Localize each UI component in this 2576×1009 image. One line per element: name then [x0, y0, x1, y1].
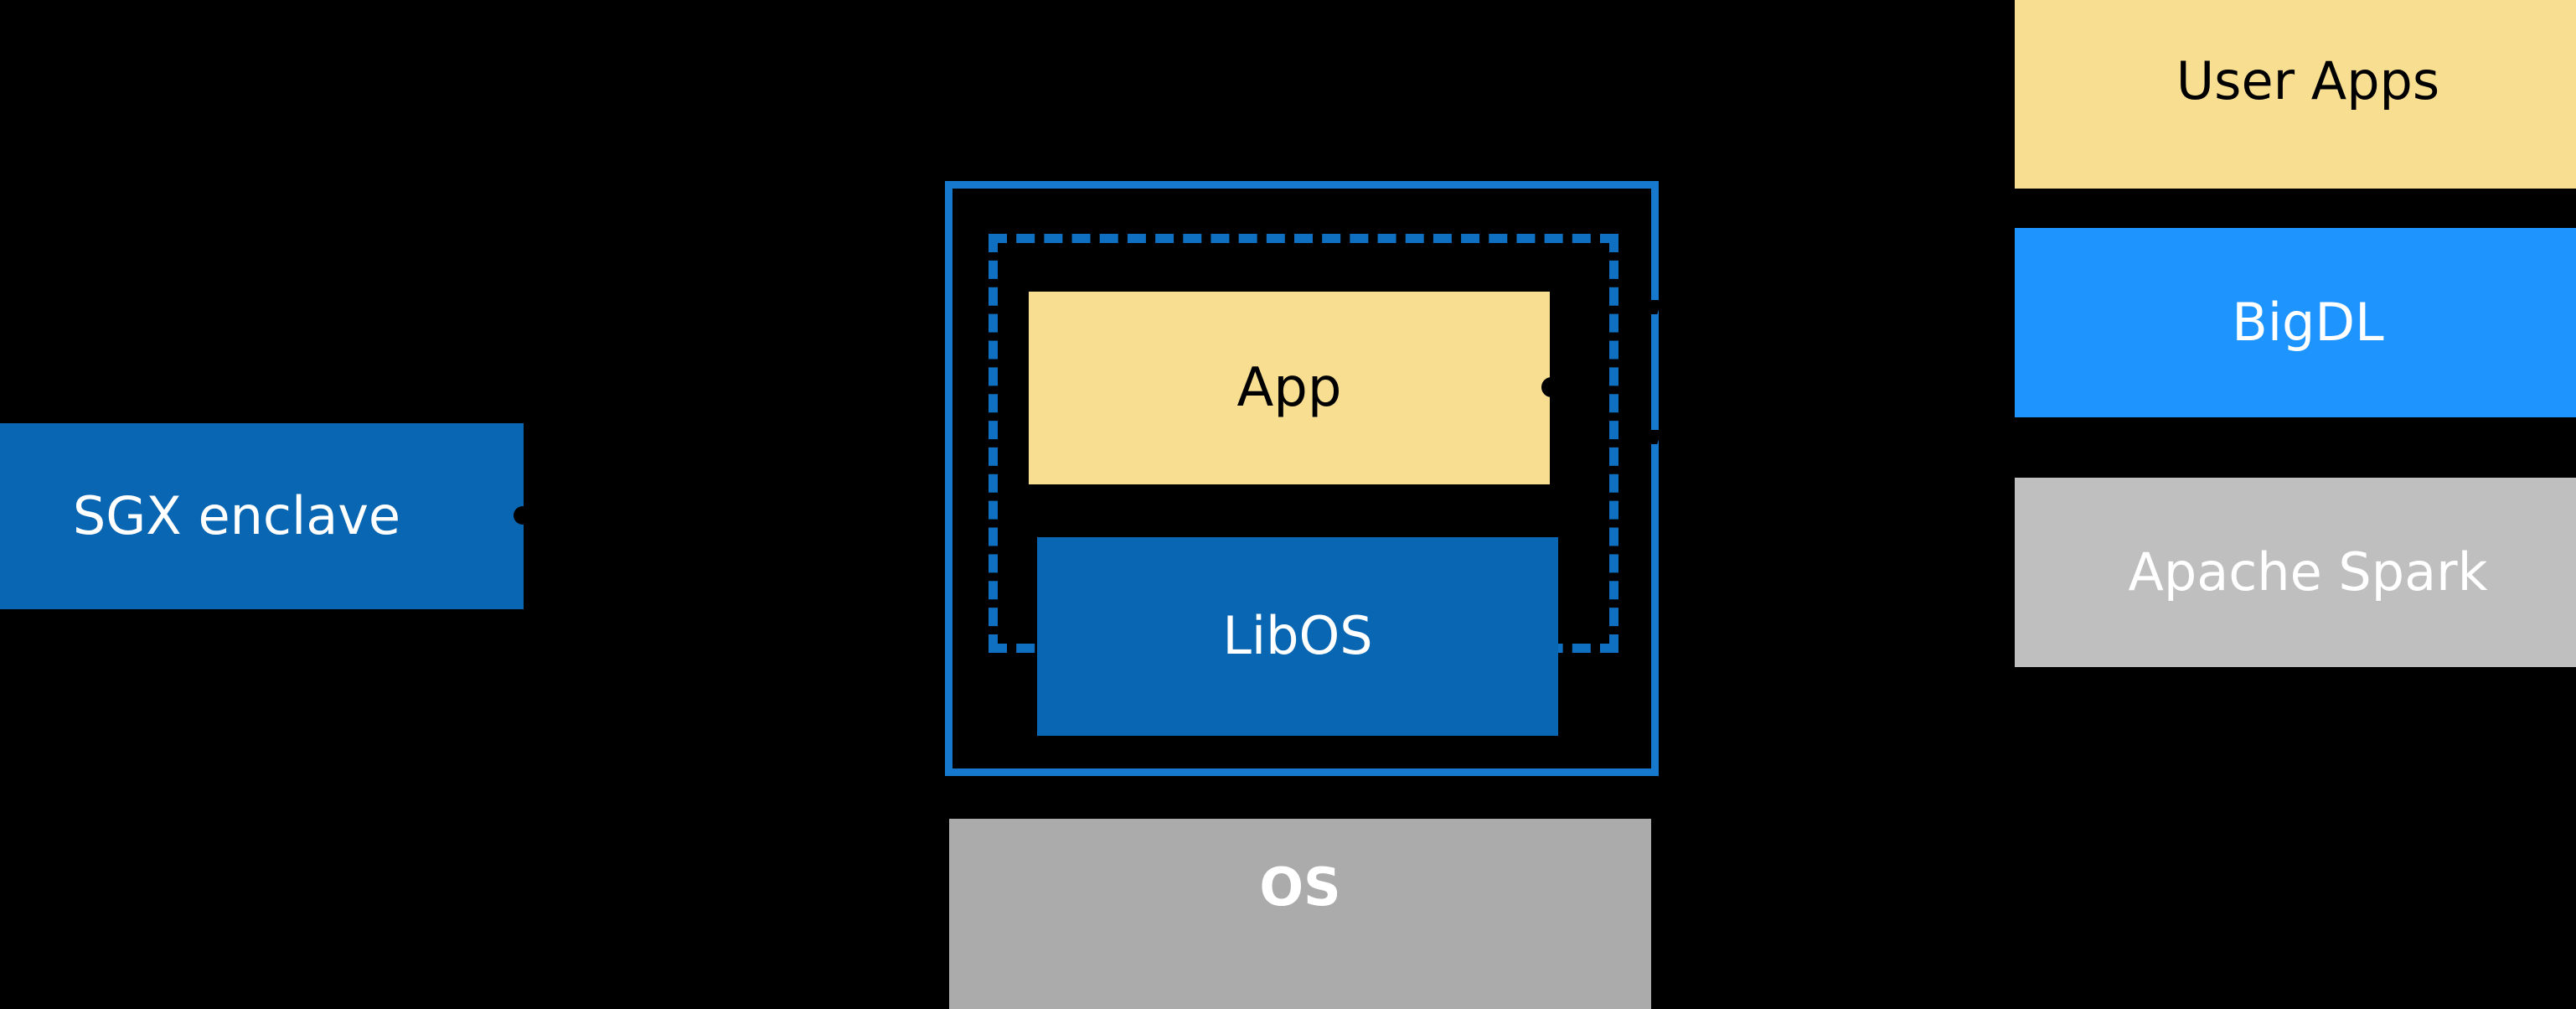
app-label: App: [1236, 356, 1342, 419]
os-label: OS: [1259, 856, 1341, 918]
sgx-enclave-box[interactable]: SGX enclave: [0, 423, 524, 609]
enclave-container: [945, 181, 1659, 776]
apache-spark-box[interactable]: Apache Spark: [2015, 478, 2576, 667]
os-box[interactable]: OS: [949, 819, 1651, 1009]
sgx-enclave-label: SGX enclave: [72, 484, 401, 546]
user-apps-label: User Apps: [2176, 50, 2440, 112]
libos-label: LibOS: [1222, 605, 1373, 667]
libos-box[interactable]: LibOS: [1037, 537, 1558, 736]
bigdl-label: BigDL: [2232, 291, 2384, 353]
apache-spark-label: Apache Spark: [2128, 541, 2488, 603]
app-connector-stub-icon: [1541, 377, 1562, 397]
bigdl-box[interactable]: BigDL: [2015, 228, 2576, 417]
app-box[interactable]: App: [1029, 292, 1550, 484]
user-apps-box[interactable]: User Apps: [2015, 0, 2576, 189]
sgx-connector-stub-icon: [514, 506, 532, 525]
